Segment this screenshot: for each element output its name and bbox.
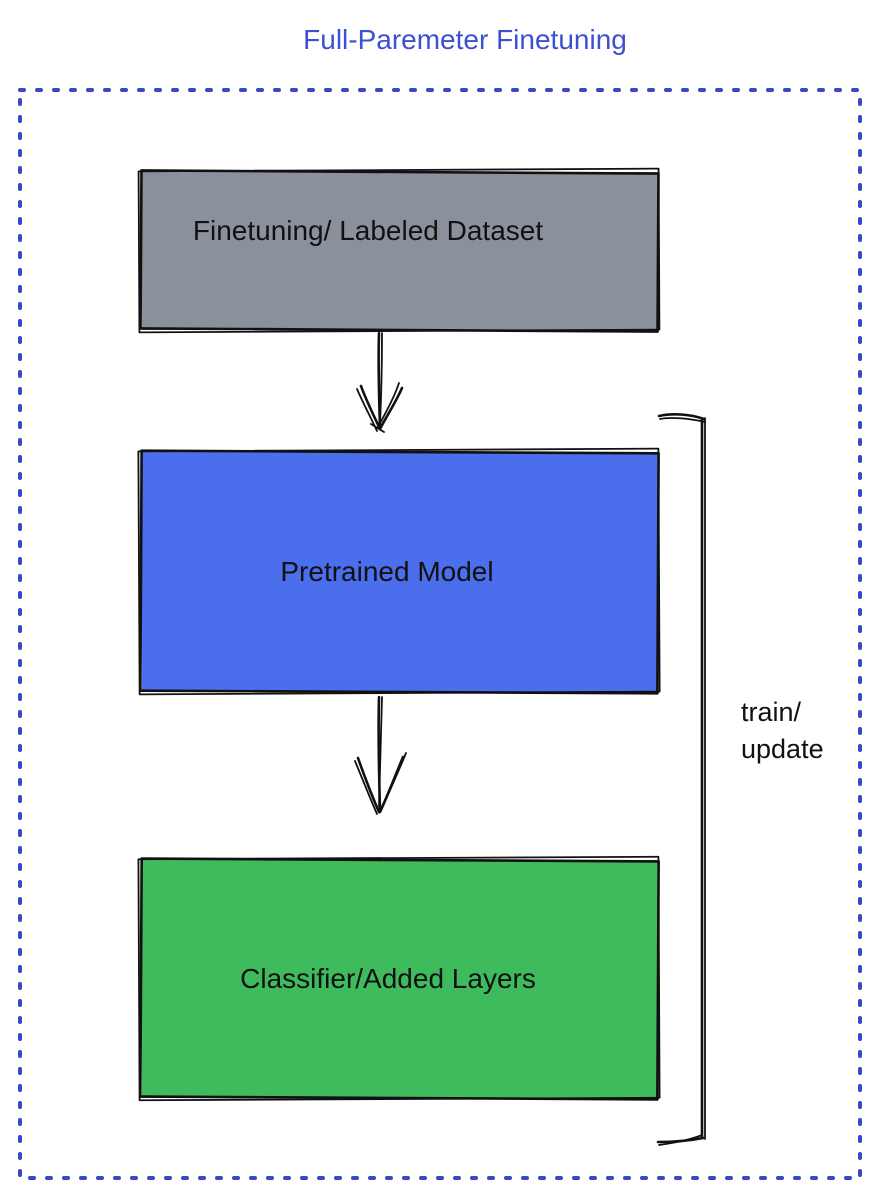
arrow-pretrained-to-classifier	[354, 695, 407, 815]
classifier-box-label: Classifier/Added Layers	[240, 963, 536, 994]
pretrained-box-label: Pretrained Model	[280, 555, 494, 587]
classifier-box-fill	[142, 860, 658, 1098]
train-update-label: train/ update	[741, 697, 824, 764]
dataset-box-label: Finetuning/ Labeled Dataset	[192, 215, 544, 246]
arrow-dataset-to-pretrained	[356, 331, 404, 433]
classifier-box-outline	[139, 857, 660, 1101]
pretrained-box-outline	[139, 449, 660, 695]
dataset-box-outline-sketch	[137, 167, 661, 334]
dataset-box-outline	[139, 169, 660, 333]
dataset-box-fill	[142, 172, 658, 330]
pretrained-box-outline-sketch	[137, 447, 661, 696]
pretrained-box-fill	[142, 452, 658, 692]
classifier-box	[137, 855, 661, 1102]
dotted-boundary	[18, 88, 862, 1180]
diagram-title: Full-Paremeter Finetuning	[303, 24, 627, 55]
pretrained-box	[137, 447, 661, 696]
train-update-bracket	[656, 413, 706, 1146]
dataset-box	[137, 167, 661, 334]
classifier-box-outline-sketch	[137, 855, 661, 1102]
